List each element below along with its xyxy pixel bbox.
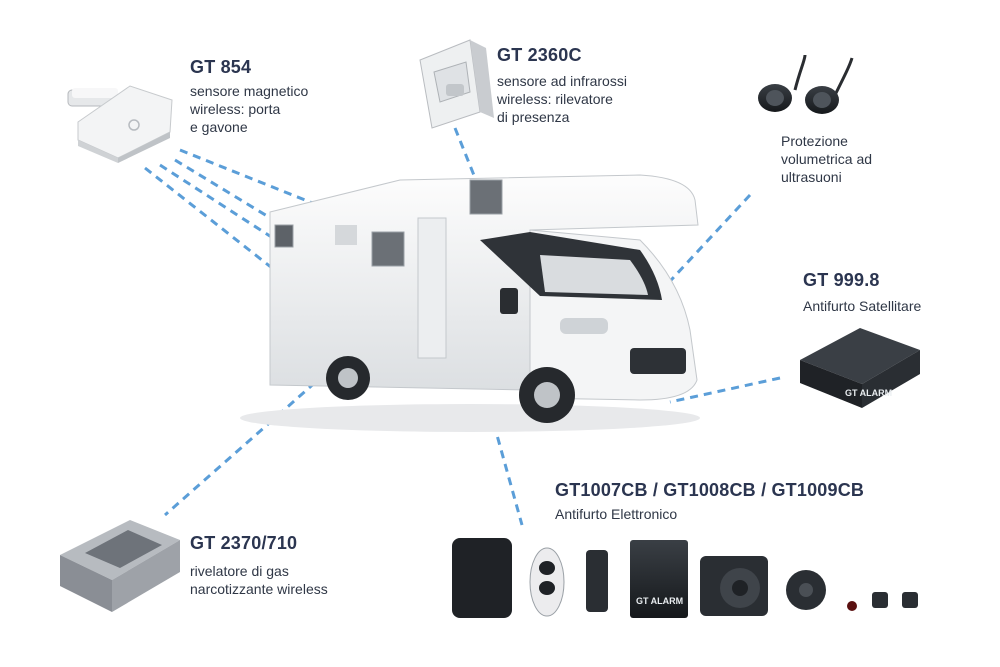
label-gt2360c: GT 2360C sensore ad infrarossi wireless:… [497,45,627,126]
gt9998-device: GT ALARM [800,328,920,408]
label-gt2370: GT 2370/710 rivelatore di gas narcotizza… [190,533,328,598]
ultrasuoni-desc: Protezione volumetrica ad ultrasuoni [781,133,873,185]
camper-image [240,174,700,432]
gt1007-desc: Antifurto Elettronico [555,506,678,522]
gt9998-desc: Antifurto Satellitare [803,298,922,314]
gt9998-title: GT 999.8 [803,270,880,290]
gt854-desc: sensore magnetico wireless: porta e gavo… [190,83,309,135]
gt854-device [67,85,173,163]
gt2370-desc: rivelatore di gas narcotizzante wireless [190,563,328,597]
svg-text:GT ALARM: GT ALARM [636,596,683,606]
gt2370-device [60,520,180,612]
label-gt854: GT 854 sensore magnetico wireless: porta… [190,57,308,136]
gt1007-title: GT1007CB / GT1008CB / GT1009CB [555,480,865,500]
label-gt1007: GT1007CB / GT1008CB / GT1009CB Antifurto… [555,480,864,523]
gt2360c-title: GT 2360C [497,45,582,65]
gt854-title: GT 854 [190,57,252,77]
gt1007-kit: GT ALARM [452,538,918,618]
gt2370-title: GT 2370/710 [190,533,298,553]
gt2360c-desc: sensore ad infrarossi wireless: rilevato… [497,73,627,125]
label-ultrasuoni: Protezione volumetrica ad ultrasuoni [781,132,872,186]
gt2360c-device [419,39,494,129]
ultrasonic-device [758,54,854,114]
svg-text:GT ALARM: GT ALARM [845,388,892,398]
label-gt9998: GT 999.8 Antifurto Satellitare [803,270,921,315]
